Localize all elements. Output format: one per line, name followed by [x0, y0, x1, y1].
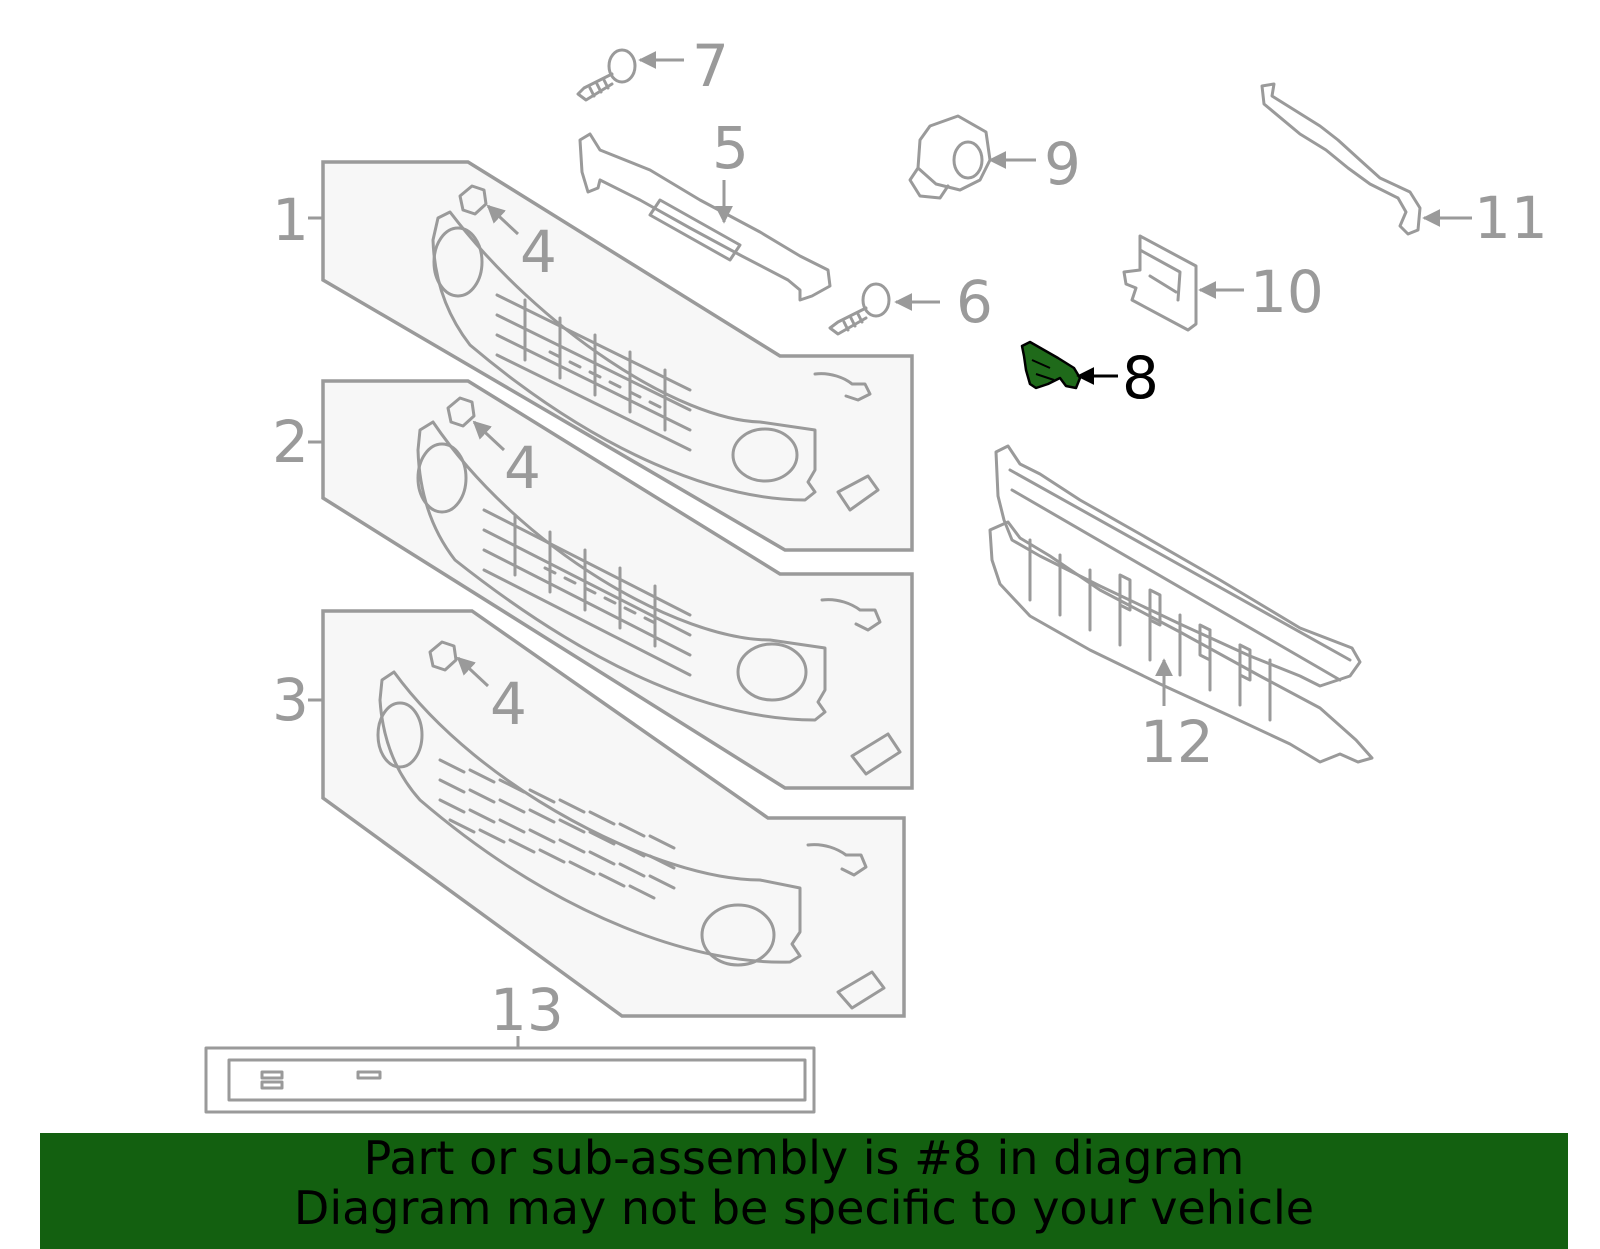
banner-line-2: Diagram may not be specific to your vehi… — [293, 1181, 1315, 1235]
highlighted-part-8 — [1020, 340, 1118, 390]
banner-line-1: Part or sub-assembly is #8 in diagram — [363, 1131, 1245, 1185]
grille-1 — [431, 210, 817, 502]
callout-9: 9 — [1044, 130, 1081, 198]
callout-12: 12 — [1140, 708, 1214, 776]
clip-4-middle — [446, 396, 476, 428]
callout-7: 7 — [692, 32, 729, 100]
callout-10: 10 — [1250, 258, 1324, 326]
callout-3: 3 — [272, 666, 309, 734]
bracket-2 — [850, 732, 902, 776]
bracket-10 — [1122, 234, 1244, 332]
leader-4a — [486, 204, 520, 236]
callout-2: 2 — [272, 408, 309, 476]
callout-8: 8 — [1122, 344, 1159, 412]
bracket-1 — [836, 474, 880, 512]
callout-11: 11 — [1474, 184, 1548, 252]
clip-4-top — [458, 184, 488, 216]
grille-3 — [376, 670, 802, 967]
callout-13: 13 — [490, 976, 564, 1044]
bolt-6 — [828, 282, 940, 336]
notice-banner: Part or sub-assembly is #8 in diagram Di… — [40, 1133, 1568, 1249]
clip-4-bottom — [428, 640, 458, 672]
bolt-7 — [576, 48, 684, 102]
grille-assembly-panel-3 — [321, 609, 906, 1018]
reinforcement-5 — [578, 132, 832, 302]
leader-4c — [456, 656, 490, 688]
bracket-3 — [836, 970, 886, 1010]
wire-harness-11 — [1260, 82, 1472, 236]
grille-assembly-panel-2 — [321, 379, 914, 790]
callout-4-top: 4 — [520, 218, 557, 286]
callout-4-middle: 4 — [504, 434, 541, 502]
callout-1: 1 — [272, 186, 309, 254]
callout-4-bottom: 4 — [490, 670, 527, 738]
callout-6: 6 — [956, 268, 993, 336]
sensor-9 — [908, 114, 1036, 200]
grille-assembly-panel-1 — [321, 160, 914, 552]
sensor-wire-1 — [813, 372, 872, 402]
sensor-wire-2 — [820, 598, 882, 632]
sensor-wire-3 — [806, 843, 868, 877]
emblem-strip-13 — [204, 1036, 816, 1114]
leader-4b — [472, 420, 506, 452]
lower-grille-12 — [988, 444, 1374, 764]
grille-2 — [416, 420, 827, 722]
callout-5: 5 — [712, 114, 749, 182]
